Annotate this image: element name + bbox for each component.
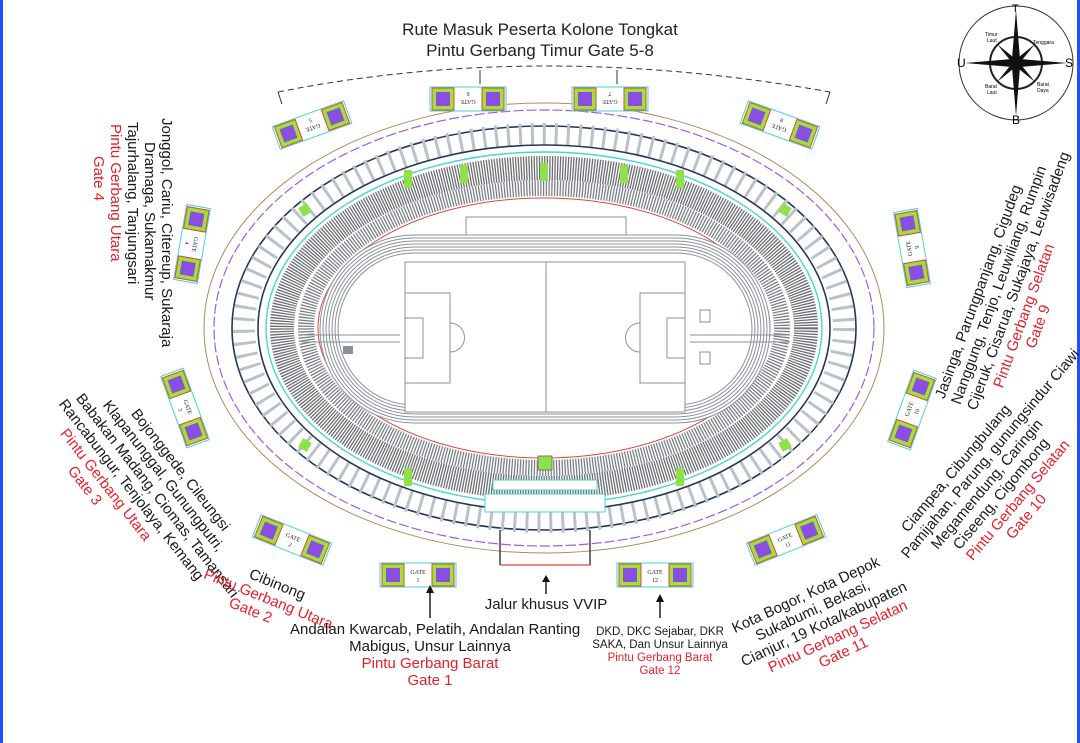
gate-number: 4 bbox=[183, 241, 189, 245]
gate-12: GATE 12 bbox=[616, 562, 694, 588]
gate4-entrance: Pintu Gerbang Utara bbox=[107, 124, 124, 262]
map-title: Rute Masuk Peserta Kolone Tongkat bbox=[402, 20, 678, 39]
gate-label: GATE bbox=[905, 401, 916, 418]
gate-label: GATE bbox=[304, 121, 321, 132]
gate-number: 11 bbox=[784, 542, 792, 550]
gate4-origin-line2: Dramaga, Sukamakmur bbox=[141, 142, 158, 301]
outer-ring bbox=[203, 102, 885, 554]
gate-number: 5 bbox=[308, 116, 313, 123]
vip-tribune bbox=[484, 455, 606, 566]
gate-number: 8 bbox=[780, 116, 785, 123]
compass-south-label: B bbox=[1012, 113, 1020, 127]
gate-label: GATE bbox=[460, 98, 476, 104]
compass-needle-east bbox=[1016, 59, 1067, 67]
gate12-origin-line2: SAKA, Dan Unsur Lainnya bbox=[592, 639, 728, 651]
route-arrow-right bbox=[825, 91, 831, 105]
vvip-arrowhead bbox=[542, 575, 550, 582]
compass-se-label-2: Daya bbox=[1037, 88, 1049, 94]
gate-label: GATE bbox=[285, 532, 302, 543]
gate-label: GATE bbox=[410, 570, 426, 576]
gate-label: GATE bbox=[181, 399, 192, 416]
route-arrow-left bbox=[277, 91, 283, 105]
compass-west-label: U bbox=[957, 56, 966, 70]
gate1-origin-line2: Mabigus, Unsur Lainnya bbox=[349, 638, 511, 655]
compass-ne-label: Tenggara bbox=[1033, 40, 1054, 46]
compass-nw-label-1: Timur bbox=[985, 32, 998, 38]
frame-border-right bbox=[1077, 0, 1080, 743]
gate-label: GATE bbox=[771, 121, 788, 132]
compass-sw-label-1: Barat bbox=[985, 84, 998, 90]
gate-number: 3 bbox=[176, 408, 183, 413]
route-label-gate12: DKD, DKC Sejabar, DKR SAKA, Dan Unsur La… bbox=[590, 626, 730, 678]
compass-needle-nw bbox=[997, 44, 1018, 65]
football-pitch bbox=[302, 261, 790, 413]
compass-needle-north bbox=[1012, 10, 1020, 63]
gate-number: 10 bbox=[914, 408, 922, 416]
gate-number: 1 bbox=[417, 578, 420, 584]
route-label-gate1: Andalan Kwarcab, Pelatih, Andalan Rantin… bbox=[290, 621, 581, 689]
gate-label: GATE bbox=[777, 532, 794, 543]
purple-fence bbox=[213, 109, 875, 547]
section-markers bbox=[298, 163, 792, 486]
gate-1: GATE 1 bbox=[379, 562, 457, 588]
gate-label: GATE bbox=[190, 236, 199, 252]
compass-needle-south bbox=[1012, 63, 1020, 116]
route-label-gate4: Jonggol, Cariu, Citereup, Sukaraja Drama… bbox=[90, 118, 175, 347]
compass-nw-label-2: Laut bbox=[987, 38, 997, 44]
compass-rose: T B U S Tenggara Timur Laut Barat Laut B… bbox=[957, 3, 1074, 127]
gate-number: 7 bbox=[609, 90, 612, 96]
route-arc-east bbox=[277, 65, 831, 93]
gate-6: GATE 6 bbox=[429, 86, 507, 112]
frame-border-left bbox=[0, 0, 3, 743]
gate-number: 6 bbox=[467, 90, 470, 96]
gate1-arrowhead bbox=[426, 585, 434, 593]
gate4-origin-line3: Tajurhalang, Tanjungsari bbox=[124, 122, 141, 285]
gate-label: GATE bbox=[906, 240, 915, 256]
gate12-entrance: Pintu Gerbang Barat bbox=[607, 652, 713, 664]
gate-label: GATE bbox=[602, 98, 618, 104]
vvip-lane-label: Jalur khusus VVIP bbox=[484, 596, 608, 613]
compass-needle-sw bbox=[997, 61, 1018, 82]
gate-blocks: GATE1GATE2GATE3GATE4GATE5GATE6GATE7GATE8… bbox=[160, 86, 937, 588]
compass-needle-ne bbox=[1014, 44, 1035, 65]
gate12-gate: Gate 12 bbox=[639, 665, 681, 677]
gate4-gate: Gate 4 bbox=[90, 156, 107, 202]
gate-number: 12 bbox=[652, 578, 658, 584]
compass-sw-label-2: Laut bbox=[987, 90, 997, 96]
compass-needle-se bbox=[1014, 61, 1035, 82]
gate1-entrance: Pintu Gerbang Barat bbox=[361, 655, 499, 672]
gate-number: 9 bbox=[915, 245, 921, 249]
map-subtitle: Pintu Gerbang Timur Gate 5-8 bbox=[426, 41, 654, 60]
gate12-origin-line1: DKD, DKC Sejabar, DKR bbox=[596, 626, 724, 638]
gate4-origin-line1: Jonggol, Cariu, Citereup, Sukaraja bbox=[158, 118, 175, 348]
east-jump-pit bbox=[465, 216, 627, 236]
compass-se-label-1: Barat bbox=[1037, 82, 1050, 88]
gate1-gate: Gate 1 bbox=[407, 672, 453, 689]
gate-number: 2 bbox=[287, 542, 292, 549]
lattice-band bbox=[233, 123, 855, 533]
seating-lower bbox=[298, 180, 790, 476]
compass-needle-west bbox=[965, 59, 1016, 67]
compass-north-label: T bbox=[1012, 3, 1019, 15]
gate12-arrowhead bbox=[656, 594, 664, 602]
gate-7: GATE 7 bbox=[571, 86, 649, 112]
compass-east-label: S bbox=[1065, 56, 1073, 70]
gate-label: GATE bbox=[647, 570, 663, 576]
gate1-origin-line1: Andalan Kwarcab, Pelatih, Andalan Rantin… bbox=[290, 621, 581, 638]
